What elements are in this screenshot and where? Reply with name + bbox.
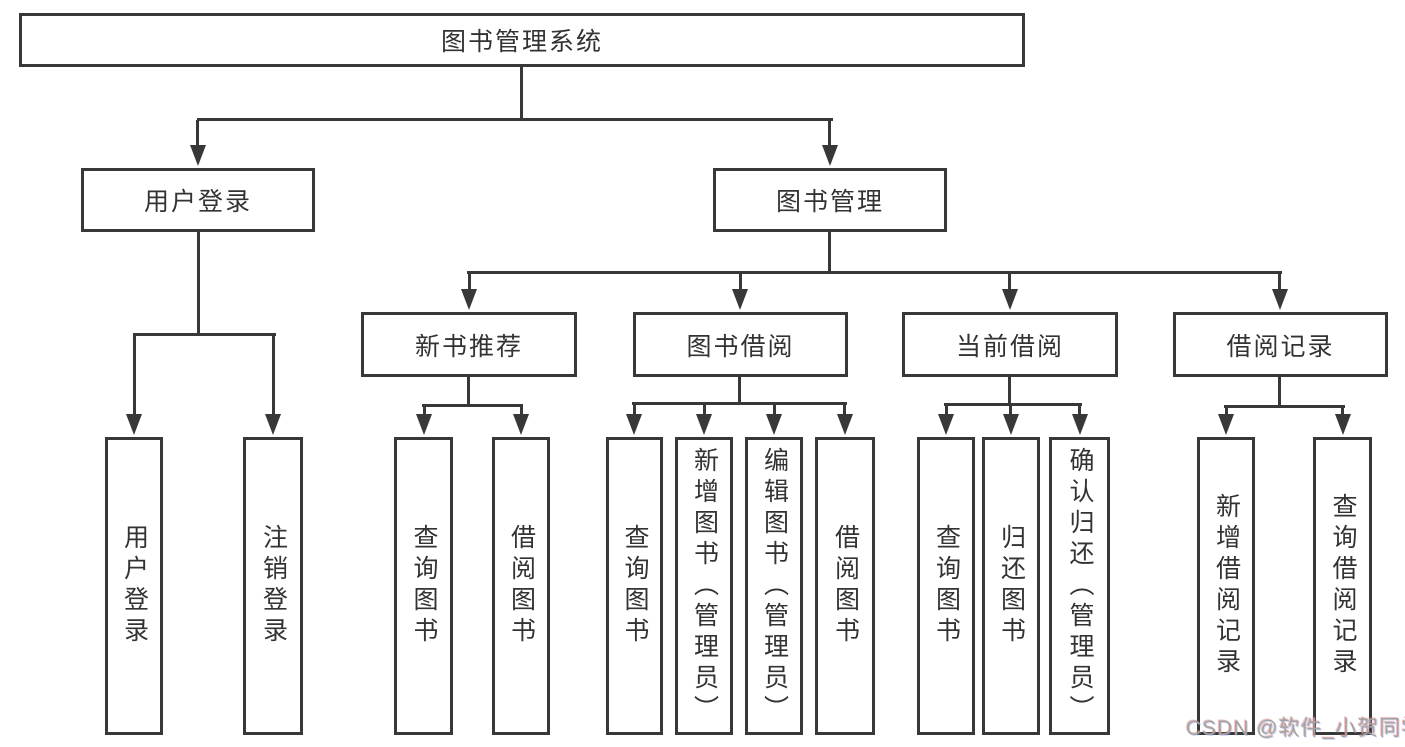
leaf-query-books-current: 查询图书	[917, 437, 975, 735]
connector-line	[1078, 405, 1081, 416]
leaf-add-borrow-record: 新增借阅记录	[1197, 437, 1255, 735]
arrow-down-icon	[1003, 414, 1019, 435]
connector-line	[272, 335, 275, 416]
arrow-down-icon	[1002, 289, 1018, 310]
leaf-edit-books-admin-label: 编辑图书（管理员）	[760, 446, 789, 726]
arrow-down-icon	[190, 145, 206, 166]
arrow-down-icon	[766, 414, 782, 435]
arrow-down-icon	[513, 414, 529, 435]
arrow-down-icon	[265, 414, 281, 435]
connector-line	[1341, 407, 1344, 416]
arrow-down-icon	[461, 289, 477, 310]
leaf-query-books-current-label: 查询图书	[932, 524, 961, 648]
connector-line	[945, 405, 948, 416]
node-book-borrowing: 图书借阅	[633, 312, 848, 377]
leaf-query-books-recommend: 查询图书	[394, 437, 453, 735]
node-user-login-label: 用户登录	[143, 188, 252, 216]
node-new-book-recommend-label: 新书推荐	[414, 332, 523, 361]
arrow-down-icon	[626, 414, 642, 435]
leaf-add-books-admin-label: 新增图书（管理员）	[690, 446, 719, 726]
connector-line	[133, 335, 136, 416]
connector-line	[1009, 405, 1012, 416]
node-current-borrowing: 当前借阅	[902, 312, 1118, 377]
arrow-down-icon	[1072, 414, 1088, 435]
arrow-down-icon	[822, 145, 838, 166]
node-root-label: 图书管理系统	[440, 28, 603, 56]
csdn-watermark: CSDN @软件_小贺同学	[1186, 717, 1405, 740]
node-book-borrowing-label: 图书借阅	[686, 332, 795, 361]
leaf-query-borrow-record: 查询借阅记录	[1313, 437, 1372, 735]
leaf-logout-label: 注销登录	[259, 524, 288, 648]
connector-line	[773, 404, 776, 416]
arrow-down-icon	[938, 414, 954, 435]
connector-line	[944, 403, 1082, 406]
leaf-return-books-label: 归还图书	[997, 524, 1026, 648]
leaf-borrow-books-recommend-label: 借阅图书	[507, 524, 536, 648]
connector-line	[1224, 405, 1345, 408]
leaf-return-books: 归还图书	[982, 437, 1040, 735]
connector-line	[632, 402, 847, 405]
leaf-borrow-books-borrowing: 借阅图书	[815, 437, 875, 735]
arrow-down-icon	[416, 414, 432, 435]
leaf-logout: 注销登录	[243, 437, 303, 735]
leaf-query-borrow-record-label: 查询借阅记录	[1329, 493, 1357, 679]
connector-line	[133, 333, 276, 336]
connector-line	[468, 273, 471, 291]
leaf-borrow-books-borrowing-label: 借阅图书	[831, 524, 860, 648]
arrow-down-icon	[837, 414, 853, 435]
leaf-edit-books-admin: 编辑图书（管理员）	[745, 437, 803, 735]
node-borrow-records: 借阅记录	[1173, 312, 1388, 377]
leaf-query-books-borrowing-label: 查询图书	[621, 524, 649, 648]
leaf-confirm-return-admin: 确认归还（管理员）	[1049, 437, 1110, 735]
leaf-user-login: 用户登录	[105, 437, 163, 735]
node-current-borrowing-label: 当前借阅	[955, 332, 1064, 361]
arrow-down-icon	[1335, 414, 1351, 435]
connector-line	[520, 66, 523, 120]
connector-line	[1225, 407, 1228, 416]
arrow-down-icon	[1218, 414, 1234, 435]
connector-line	[520, 406, 523, 416]
leaf-add-books-admin: 新增图书（管理员）	[675, 437, 733, 735]
connector-line	[197, 118, 833, 121]
arrow-down-icon	[696, 414, 712, 435]
leaf-confirm-return-admin-label: 确认归还（管理员）	[1066, 446, 1094, 726]
node-book-management: 图书管理	[713, 168, 947, 232]
connector-line	[738, 377, 741, 405]
arrow-down-icon	[1272, 289, 1288, 310]
connector-line	[1008, 273, 1011, 291]
node-book-management-label: 图书管理	[775, 188, 884, 216]
connector-line	[703, 404, 706, 416]
connector-line	[467, 377, 470, 406]
leaf-add-borrow-record-label: 新增借阅记录	[1212, 493, 1241, 679]
leaf-user-login-label: 用户登录	[120, 524, 149, 648]
node-root: 图书管理系统	[19, 13, 1025, 67]
connector-line	[739, 273, 742, 291]
leaf-query-books-recommend-label: 查询图书	[410, 524, 438, 648]
leaf-query-books-borrowing: 查询图书	[606, 437, 663, 735]
connector-line	[828, 120, 831, 148]
node-new-book-recommend: 新书推荐	[361, 312, 577, 377]
connector-line	[196, 120, 199, 148]
connector-line	[197, 232, 200, 336]
arrow-down-icon	[732, 289, 748, 310]
connector-line	[1278, 273, 1281, 291]
connector-line	[633, 404, 636, 416]
node-user-login: 用户登录	[81, 168, 315, 232]
arrow-down-icon	[126, 414, 142, 435]
node-borrow-records-label: 借阅记录	[1226, 332, 1335, 361]
leaf-borrow-books-recommend: 借阅图书	[492, 437, 550, 735]
connector-line	[422, 404, 523, 407]
connector-line	[843, 404, 846, 416]
connector-line	[423, 406, 426, 416]
connector-line	[1278, 377, 1281, 408]
connector-line	[828, 232, 831, 273]
connector-line	[1008, 377, 1011, 405]
connector-line	[467, 271, 1282, 274]
